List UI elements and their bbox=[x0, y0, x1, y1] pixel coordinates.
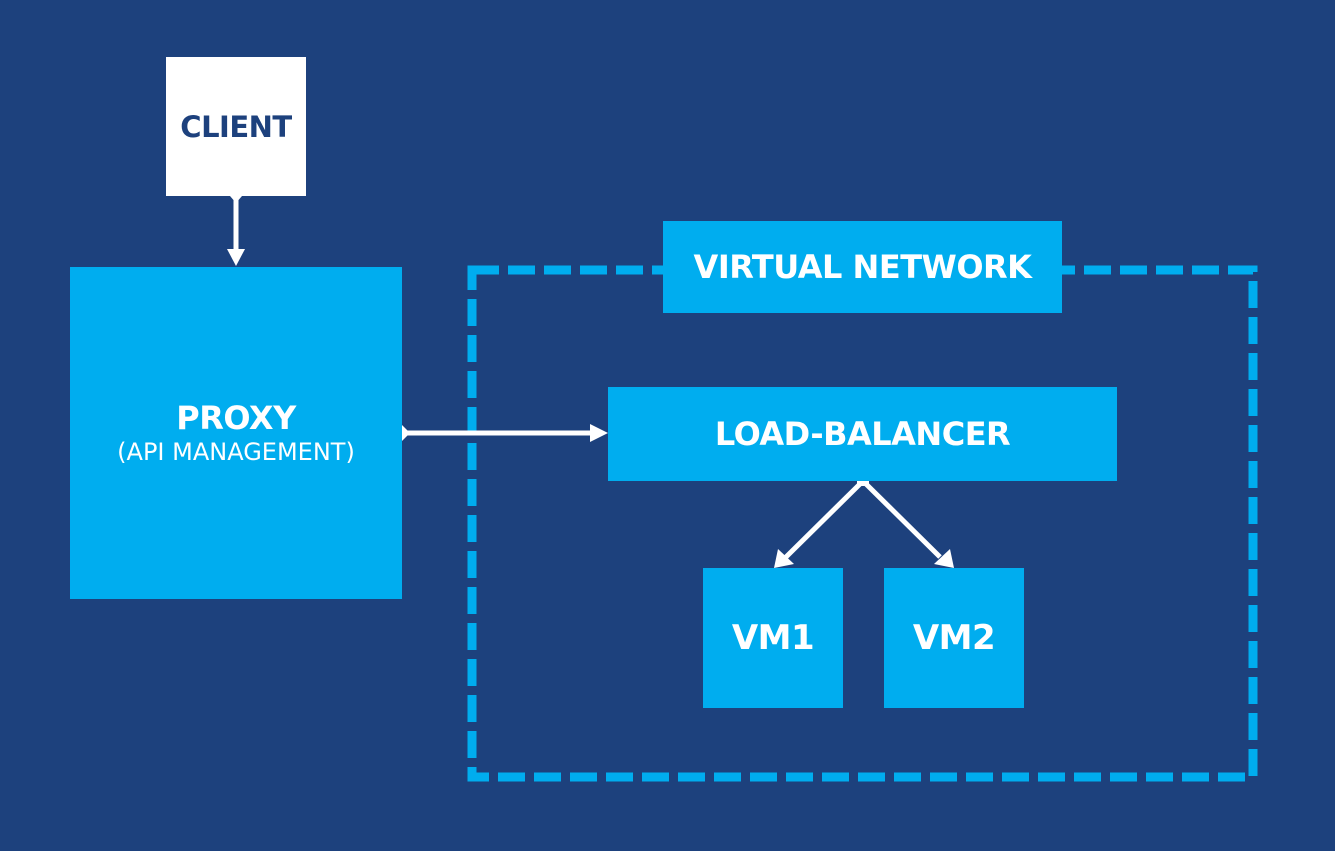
virtual-network-label-box: VIRTUAL NETWORK bbox=[663, 221, 1062, 313]
proxy-node: PROXY (API MANAGEMENT) bbox=[70, 267, 402, 599]
arrow-head-vm2 bbox=[934, 549, 954, 568]
vm1-node: VM1 bbox=[703, 568, 843, 708]
load-balancer-node: LOAD-BALANCER bbox=[608, 387, 1117, 481]
load-balancer-label: LOAD-BALANCER bbox=[714, 415, 1011, 453]
proxy-sublabel: (API MANAGEMENT) bbox=[117, 438, 355, 466]
client-node: CLIENT bbox=[166, 57, 306, 196]
vm2-label: VM2 bbox=[912, 618, 996, 658]
vm2-node: VM2 bbox=[884, 568, 1024, 708]
arrow-head-vm1 bbox=[774, 549, 794, 568]
edge-loadbalancer-vms bbox=[774, 474, 954, 568]
edge-client-proxy bbox=[227, 196, 245, 266]
arrow-head bbox=[590, 424, 608, 442]
edge-proxy-loadbalancer bbox=[394, 424, 608, 442]
virtual-network-boundary bbox=[467, 265, 1258, 782]
vm1-label: VM1 bbox=[731, 618, 815, 658]
virtual-network-label: VIRTUAL NETWORK bbox=[693, 248, 1032, 286]
client-label: CLIENT bbox=[180, 109, 292, 144]
proxy-label: PROXY bbox=[176, 399, 296, 437]
